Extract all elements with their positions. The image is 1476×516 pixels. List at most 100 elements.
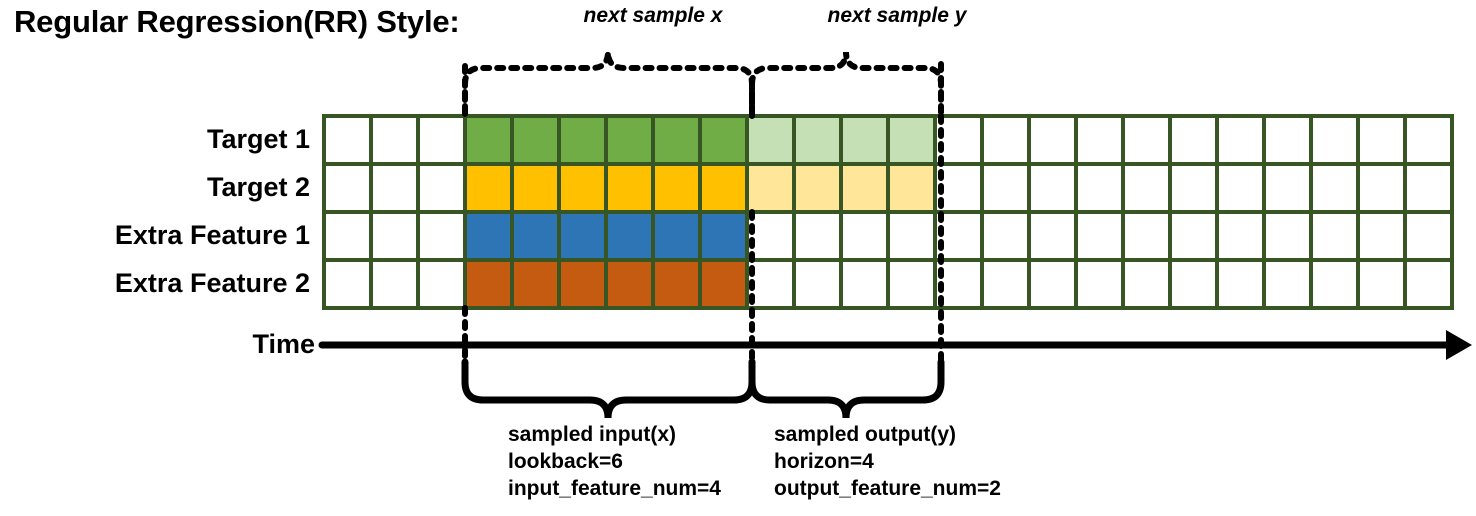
grid-cell-empty xyxy=(1403,162,1454,214)
grid-cell-empty xyxy=(369,258,420,310)
grid-cell-empty xyxy=(416,114,467,166)
grid-cell-empty xyxy=(369,162,420,214)
grid-cell-empty xyxy=(1309,210,1360,262)
grid-cell-input xyxy=(698,210,749,262)
grid-cell-output xyxy=(839,162,890,214)
grid-cell-empty xyxy=(1121,210,1172,262)
grid-cell-empty xyxy=(1356,210,1407,262)
grid-cell-empty xyxy=(1403,210,1454,262)
time-axis-label: Time xyxy=(252,329,315,359)
output-feature-num: output_feature_num=2 xyxy=(774,476,1001,500)
grid-cell-input xyxy=(698,258,749,310)
row-label-extra-feature-2: Extra Feature 2 xyxy=(114,268,310,298)
grid-cell-input xyxy=(651,210,702,262)
grid-cell-input xyxy=(604,114,655,166)
brace-sampled-output xyxy=(748,358,945,419)
grid-cell-empty xyxy=(1168,258,1219,310)
grid-cell-input xyxy=(463,258,514,310)
grid-cell-output xyxy=(792,162,843,214)
grid-cell-empty xyxy=(1074,258,1125,310)
input-feature-num: input_feature_num=4 xyxy=(508,476,721,500)
grid-cell-empty xyxy=(1027,114,1078,166)
grid-cell-empty xyxy=(980,114,1031,166)
grid-cell-empty xyxy=(1074,162,1125,214)
grid-cell-empty xyxy=(416,162,467,214)
grid-cell-input xyxy=(510,114,561,166)
grid-cell-input xyxy=(604,210,655,262)
grid-cell-empty xyxy=(1262,162,1313,214)
grid-cell-input xyxy=(463,162,514,214)
grid-cell-empty xyxy=(1027,258,1078,310)
grid-cell-empty xyxy=(1215,258,1266,310)
annotation-next-sample-y: next sample y xyxy=(827,4,967,27)
grid-cell-empty xyxy=(1121,258,1172,310)
grid-cell-empty xyxy=(1309,258,1360,310)
grid-cell-input xyxy=(557,258,608,310)
grid-cell-empty xyxy=(1168,210,1219,262)
grid-cell-input xyxy=(463,114,514,166)
grid-row xyxy=(322,114,1454,166)
grid-cell-empty xyxy=(1027,162,1078,214)
grid-cell-empty xyxy=(792,210,843,262)
grid-cell-empty xyxy=(1215,162,1266,214)
grid-cell-output xyxy=(792,114,843,166)
grid-cell-input xyxy=(557,114,608,166)
grid-cell-input xyxy=(698,162,749,214)
grid-cell-output xyxy=(886,114,937,166)
time-axis-arrowhead xyxy=(1446,330,1472,360)
grid-cell-empty xyxy=(1262,114,1313,166)
sampled-input-title: sampled input(x) xyxy=(508,423,677,446)
grid-cell-input xyxy=(557,210,608,262)
grid-cell-empty xyxy=(839,210,890,262)
grid-cell-empty xyxy=(933,258,984,310)
grid-cell-input xyxy=(510,162,561,214)
brace-sampled-input xyxy=(461,358,756,419)
grid-cell-empty xyxy=(886,258,937,310)
grid-cell-output xyxy=(745,114,796,166)
grid-cell-empty xyxy=(322,162,373,214)
grid-cell-input xyxy=(604,258,655,310)
grid-row xyxy=(322,162,1454,214)
grid-cell-empty xyxy=(416,210,467,262)
grid-cell-empty xyxy=(792,258,843,310)
grid-cell-empty xyxy=(1121,162,1172,214)
grid-cell-empty xyxy=(1262,258,1313,310)
grid-cell-input xyxy=(698,114,749,166)
grid-row xyxy=(322,258,1454,310)
grid-cell-empty xyxy=(322,258,373,310)
grid-cell-output xyxy=(745,162,796,214)
horizon-value: horizon=4 xyxy=(774,449,874,473)
grid-cell-input xyxy=(651,258,702,310)
grid-cell-empty xyxy=(1168,162,1219,214)
annotation-sampled-input: sampled input(x) lookback=6 input_featur… xyxy=(508,422,721,503)
grid-cell-empty xyxy=(980,210,1031,262)
grid-cell-empty xyxy=(1403,114,1454,166)
grid-cell-empty xyxy=(1074,210,1125,262)
grid-row xyxy=(322,210,1454,262)
grid-cell-empty xyxy=(369,210,420,262)
timeseries-grid xyxy=(322,114,1454,310)
brace-next-sample-y xyxy=(749,51,944,115)
row-label-extra-feature-1: Extra Feature 1 xyxy=(114,220,310,250)
grid-cell-empty xyxy=(1262,210,1313,262)
grid-cell-empty xyxy=(1356,162,1407,214)
grid-cell-empty xyxy=(322,210,373,262)
grid-cell-empty xyxy=(1027,210,1078,262)
grid-cell-empty xyxy=(1168,114,1219,166)
grid-cell-empty xyxy=(933,162,984,214)
grid-cell-input xyxy=(651,114,702,166)
grid-cell-empty xyxy=(1215,210,1266,262)
grid-cell-input xyxy=(510,210,561,262)
grid-cell-empty xyxy=(745,258,796,310)
grid-cell-empty xyxy=(1309,162,1360,214)
grid-cell-output xyxy=(839,114,890,166)
grid-cell-empty xyxy=(980,258,1031,310)
row-label-target-2: Target 2 xyxy=(206,172,310,202)
grid-cell-input xyxy=(510,258,561,310)
grid-cell-empty xyxy=(1403,258,1454,310)
annotation-next-sample-x: next sample x xyxy=(583,4,723,27)
lookback-value: lookback=6 xyxy=(508,449,623,473)
grid-cell-empty xyxy=(1356,258,1407,310)
brace-next-sample-x xyxy=(462,51,755,115)
